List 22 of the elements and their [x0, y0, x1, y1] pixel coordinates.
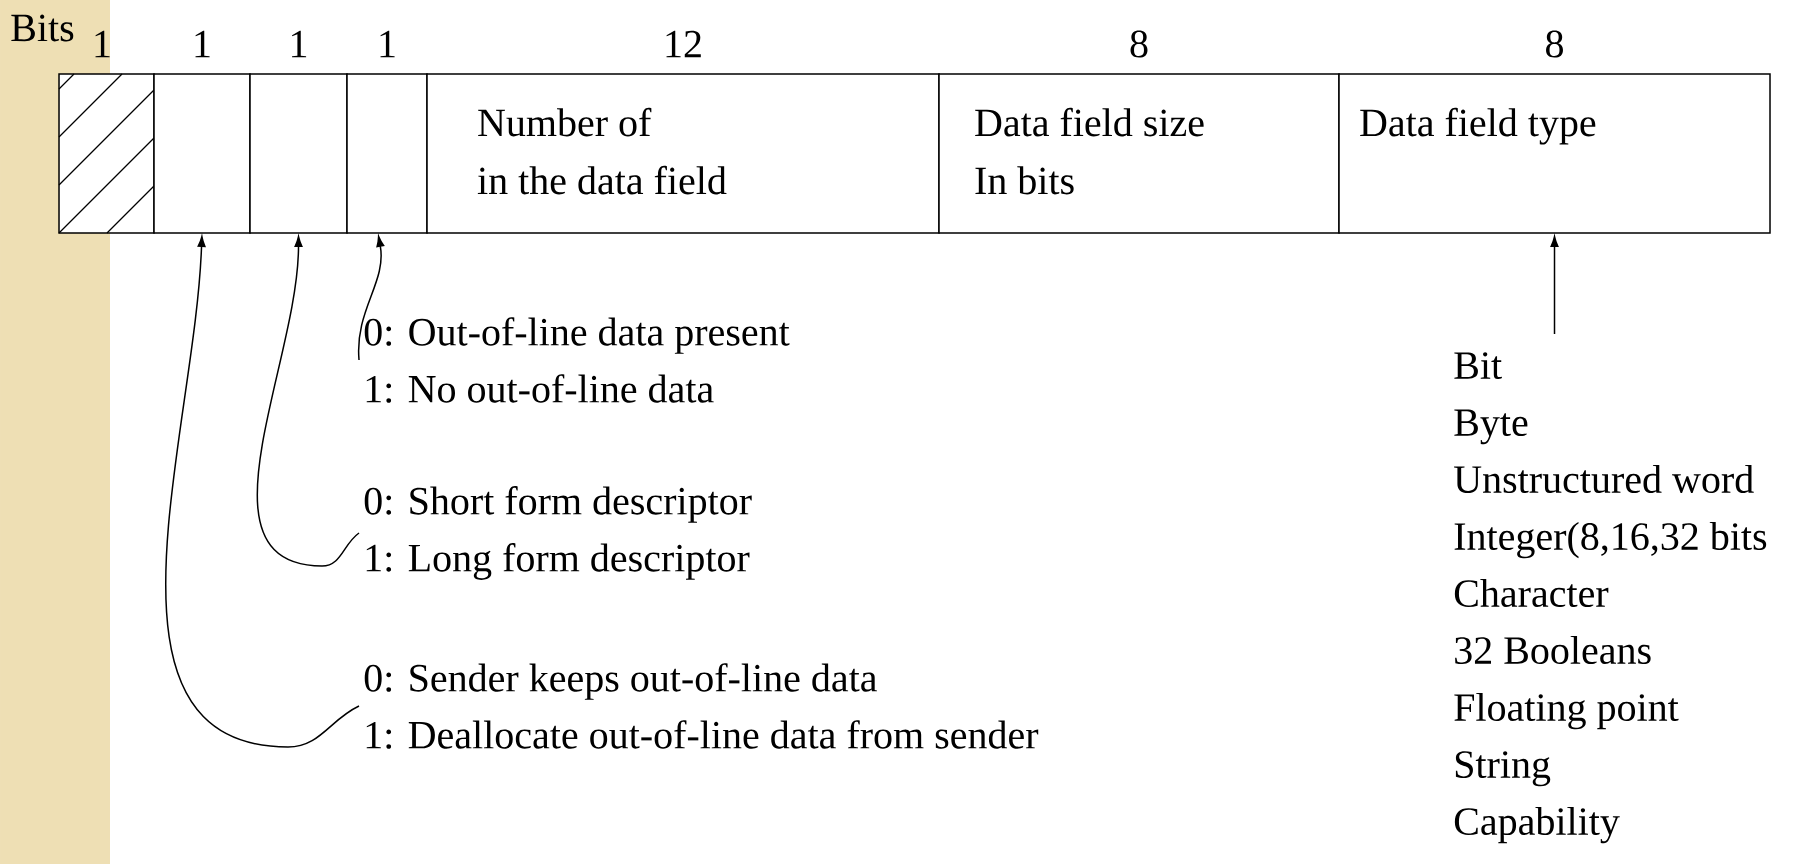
leader-arrow	[357, 235, 385, 361]
leader-arrow	[256, 235, 360, 567]
field-cell	[249, 73, 348, 234]
bit-width-label: 8	[1130, 30, 1148, 58]
axis-label: Bits	[11, 14, 74, 42]
field-cell: Data field type	[1338, 73, 1771, 234]
bit-width-label: 1	[95, 30, 110, 58]
field-cell	[153, 73, 251, 234]
leader-arrow	[1550, 235, 1559, 335]
type-list: Bit Byte Unstructured word Integer(8,16,32 bits Character 32 Booleans Floating point String Capability	[1454, 352, 1767, 844]
bit-width-label: 12	[666, 30, 701, 58]
field-cell: Data field size In bits	[938, 73, 1340, 234]
bit-width-label: 1	[292, 30, 307, 58]
note-text: 0: Sender keeps out-of-line data 1: Deallocate out-of-line data from sender	[364, 663, 1039, 749]
hatched-cell	[58, 73, 155, 234]
note-text: 0: Out-of-line data present 1: No out-of-line data	[364, 317, 790, 403]
bit-width-label: 1	[195, 30, 210, 58]
leader-arrow	[165, 235, 360, 748]
bit-width-label: 1	[380, 30, 395, 58]
bit-width-label: 8	[1546, 30, 1563, 58]
field-cell	[346, 73, 428, 234]
note-text: 0: Short form descriptor 1: Long form descriptor	[364, 486, 752, 580]
